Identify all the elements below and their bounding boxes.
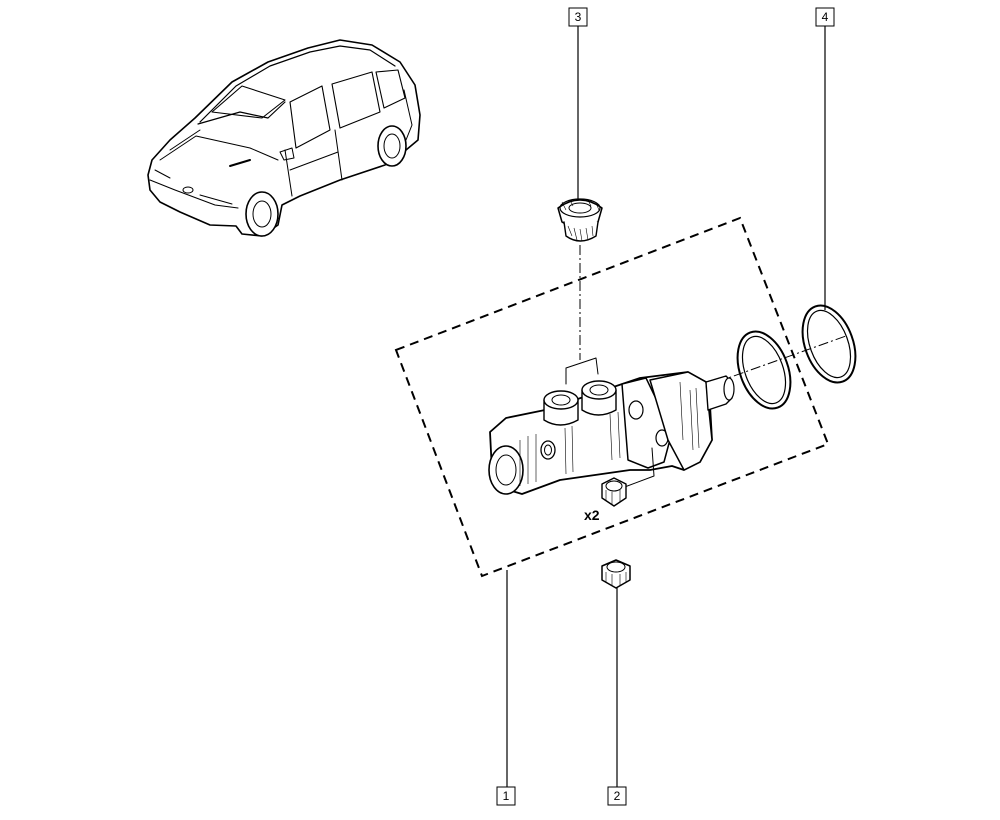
- callout-label-1: 1: [503, 789, 510, 803]
- nut-part: [601, 559, 631, 589]
- callout-label-4: 4: [822, 10, 829, 24]
- callout-1[interactable]: 1: [496, 786, 516, 806]
- seal-ring-part: [736, 304, 857, 410]
- vehicle-illustration: [147, 39, 421, 237]
- reservoir-grommet-part: [557, 198, 603, 242]
- callout-4[interactable]: 4: [815, 7, 835, 27]
- callout-label-3: 3: [575, 10, 582, 24]
- callout-2[interactable]: 2: [607, 786, 627, 806]
- assembly-boundary: [394, 216, 830, 578]
- master-cylinder-part: [488, 357, 735, 495]
- mounting-nut-part: [601, 477, 627, 507]
- callout-label-2: 2: [614, 789, 621, 803]
- quantity-label: x2: [584, 507, 600, 523]
- callout-3[interactable]: 3: [568, 7, 588, 27]
